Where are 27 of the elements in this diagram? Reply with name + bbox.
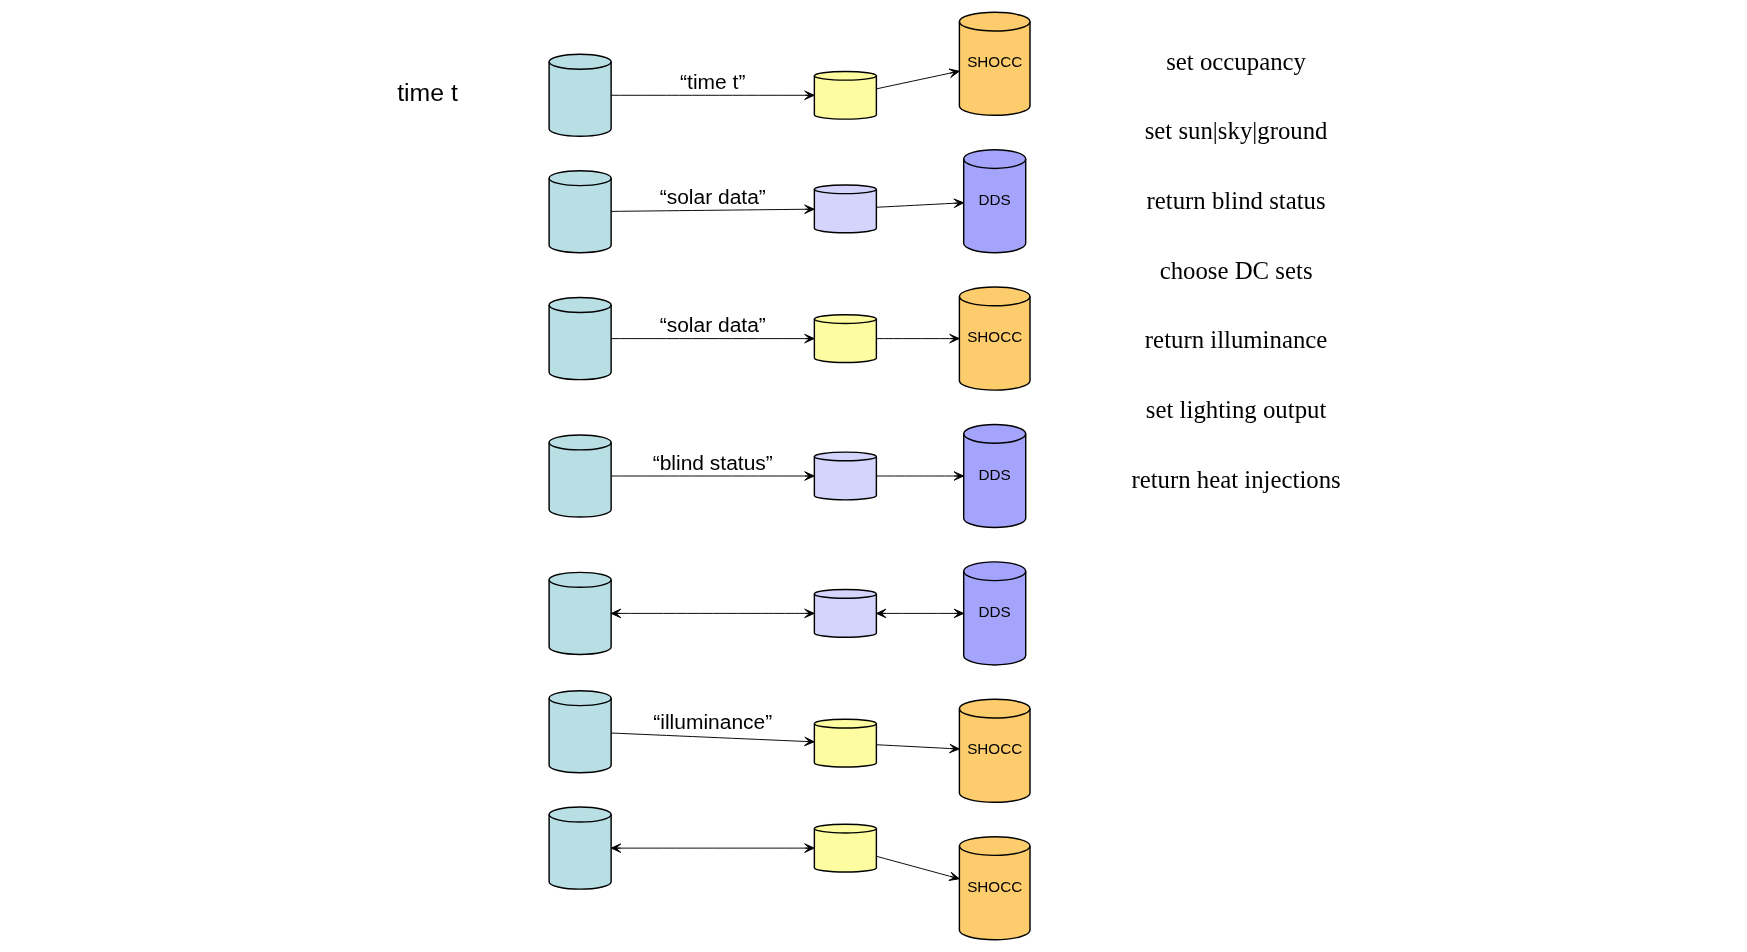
label: set lighting output [1145, 396, 1326, 424]
label: return blind status [1146, 187, 1326, 215]
edge-label: “time t” [679, 70, 745, 94]
arrow [875, 855, 960, 881]
edge-label: “illuminance” [652, 710, 772, 734]
label: set occupancy [1165, 47, 1306, 75]
arrow [610, 471, 815, 481]
label: set sun|sky|ground [1144, 117, 1328, 145]
label: choose DC sets [1159, 256, 1313, 284]
arrow [610, 732, 815, 747]
arrow [610, 333, 815, 344]
arrow [610, 608, 815, 619]
edge-label: “solar data” [659, 184, 766, 208]
arrow [875, 333, 960, 344]
arrow [610, 90, 815, 101]
label: return heat injections [1130, 465, 1341, 493]
edge-label: “solar data” [659, 313, 766, 337]
arrow [875, 68, 960, 90]
arrow [875, 198, 964, 209]
label: return illuminance [1144, 326, 1327, 354]
arrow [875, 471, 964, 481]
arrow [875, 743, 960, 754]
arrow [875, 608, 964, 619]
label: time t [396, 79, 458, 107]
edge-label: “blind status” [652, 450, 773, 474]
arrow [610, 843, 815, 853]
arrow [610, 204, 815, 215]
